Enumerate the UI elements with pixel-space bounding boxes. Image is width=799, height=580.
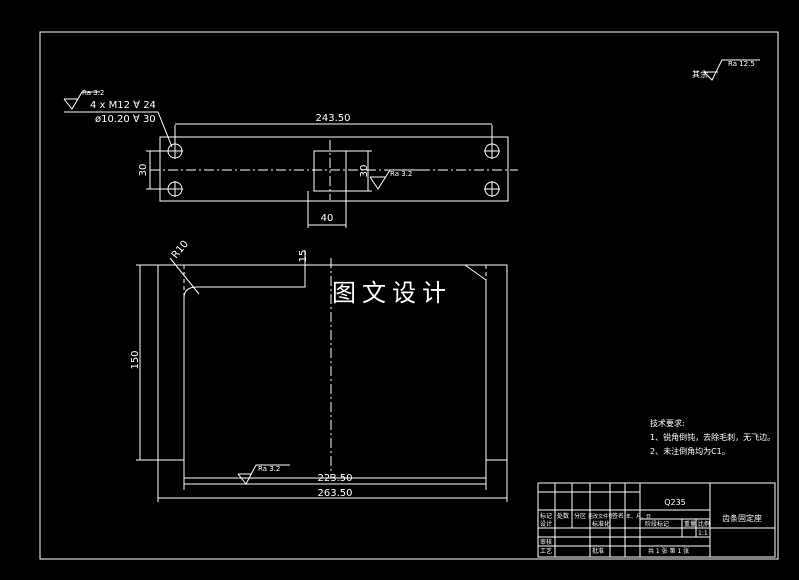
row1-label-5: 年、月、日 bbox=[626, 513, 651, 520]
radius-dim: R10 bbox=[170, 239, 191, 261]
hole-top-right bbox=[484, 143, 500, 159]
roughness-symbol-slot: Ra 3.2 bbox=[369, 169, 420, 190]
length-dim: 243.50 bbox=[316, 113, 351, 124]
front-height-dim: 150 bbox=[130, 350, 141, 369]
outer-length-dim: 263.50 bbox=[318, 488, 353, 499]
roughness-symbol-bottom: Ra 3.2 bbox=[237, 464, 290, 485]
hole-bottom-right bbox=[484, 181, 500, 197]
hole-top-left bbox=[167, 143, 183, 159]
title-block: Q235 齿条固定座 标记 处数 分区 更改文件号 签名 年、月、日 设计 标准… bbox=[537, 482, 776, 558]
height-dim: 30 bbox=[138, 164, 149, 177]
corner-roughness-value: Ra 12.5 bbox=[728, 60, 755, 68]
top-view-outline bbox=[159, 136, 509, 202]
inner-length-dim: 223.50 bbox=[318, 473, 353, 484]
review-label: 审核 bbox=[540, 538, 552, 546]
top-view: 243.50 30 30 40 Ra 3.2 Ra 3.2 4 x M12 bbox=[63, 89, 518, 228]
row1-label-0: 标记 bbox=[540, 512, 552, 520]
thread-callout: Ra 3.2 4 x M12 ∀ 24 ø10.20 ∀ 30 bbox=[63, 89, 173, 148]
corner-roughness-label: 其余 bbox=[692, 69, 708, 79]
svg-text:Ra 3.2: Ra 3.2 bbox=[82, 89, 104, 97]
approve-label: 批准 bbox=[592, 547, 604, 555]
row1-label-4: 签名 bbox=[612, 512, 624, 520]
tech-req-item1: 1、锐角倒钝，去除毛刺，无飞边。 bbox=[650, 432, 775, 442]
slot-height-dim: 30 bbox=[359, 165, 370, 178]
front-view-step bbox=[183, 265, 306, 460]
svg-text:Ra 3.2: Ra 3.2 bbox=[258, 465, 280, 473]
tech-req-title: 技术要求: bbox=[650, 418, 685, 428]
scale-value: 1:1 bbox=[698, 530, 708, 537]
hole-bottom-left bbox=[167, 181, 183, 197]
scale-label: 比例 bbox=[698, 520, 710, 528]
row1-label-2: 分区 bbox=[574, 512, 586, 520]
tech-requirements: 技术要求: 1、锐角倒钝，去除毛刺，无飞边。 2、未注倒角均为C1。 bbox=[650, 418, 775, 456]
front-view: R10 15 150 223.50 263.50 Ra 3.2 bbox=[130, 239, 508, 502]
design-label: 设计 bbox=[540, 520, 552, 528]
material: Q235 bbox=[664, 498, 686, 507]
row1-label-1: 处数 bbox=[557, 512, 569, 520]
weight-label: 重量 bbox=[684, 520, 696, 528]
standard-label: 标准化 bbox=[592, 520, 610, 528]
thread-spec: 4 x M12 ∀ 24 bbox=[90, 100, 156, 111]
corner-roughness: 其余 Ra 12.5 bbox=[692, 59, 760, 81]
row1-label-3: 更改文件号 bbox=[588, 513, 613, 520]
process-label: 工艺 bbox=[540, 547, 552, 555]
svg-text:Ra 3.2: Ra 3.2 bbox=[390, 170, 412, 178]
watermark: 图文设计 bbox=[332, 279, 452, 307]
stage-label: 阶段标记 bbox=[645, 520, 669, 528]
slot-width-dim: 40 bbox=[321, 213, 334, 224]
drill-spec: ø10.20 ∀ 30 bbox=[95, 114, 156, 125]
sheet-info: 共 1 张 第 1 张 bbox=[648, 547, 689, 555]
tech-req-item2: 2、未注倒角均为C1。 bbox=[650, 446, 730, 456]
step-dim: 15 bbox=[298, 250, 309, 263]
drawing-frame bbox=[39, 31, 779, 560]
part-name: 齿条固定座 bbox=[722, 513, 762, 523]
